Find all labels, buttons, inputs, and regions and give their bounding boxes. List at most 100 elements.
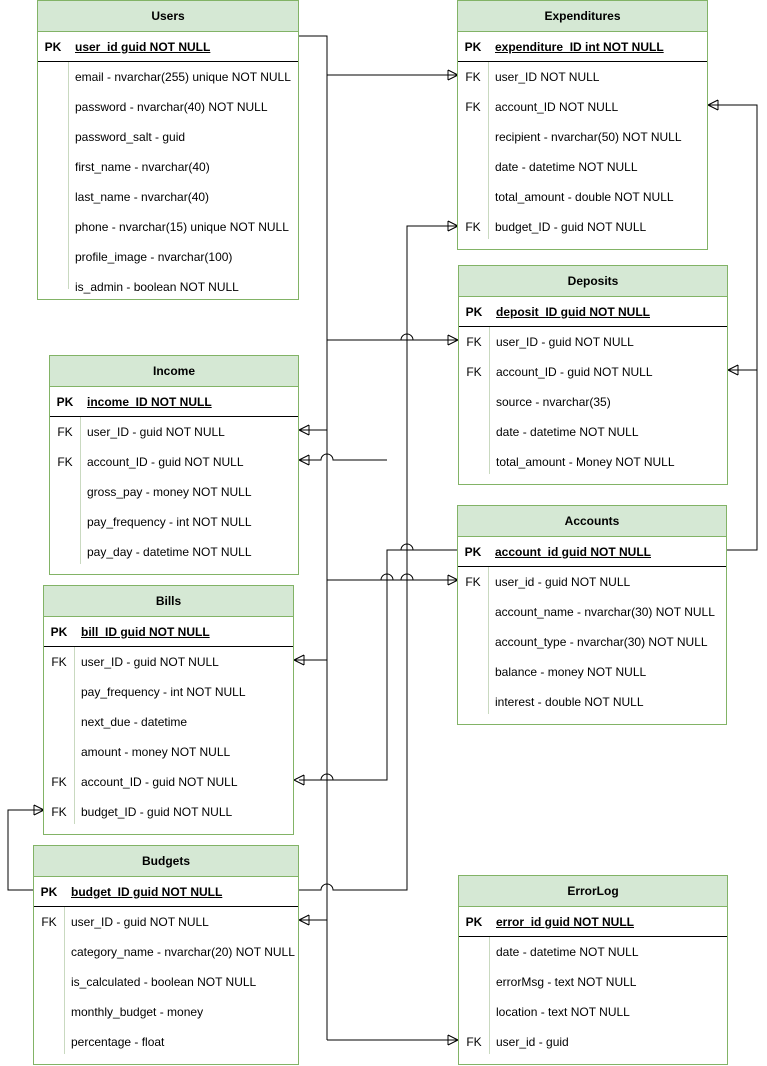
table-row[interactable]: password_salt - guid (38, 122, 298, 152)
table-row[interactable]: email - nvarchar(255) unique NOT NULL (38, 62, 298, 92)
crow-foot-icon (298, 454, 310, 466)
accounts-hop-bills (320, 773, 387, 781)
key-label (459, 447, 489, 477)
table-row[interactable]: profile_image - nvarchar(100) (38, 242, 298, 272)
table-row[interactable]: PK account_id guid NOT NULL (458, 537, 726, 567)
table-row[interactable]: amount - money NOT NULL (44, 737, 293, 767)
key-label (38, 92, 68, 122)
table-row[interactable]: errorMsg - text NOT NULL (459, 967, 727, 997)
key-column-divider (74, 647, 75, 824)
key-column-divider (64, 907, 65, 1054)
table-row[interactable]: account_type - nvarchar(30) NOT NULL (458, 627, 726, 657)
table-row[interactable]: gross_pay - money NOT NULL (50, 477, 298, 507)
crow-foot-icon (447, 334, 459, 346)
field-label: account_ID - guid NOT NULL (496, 365, 653, 379)
key-label (458, 657, 488, 687)
table-row[interactable]: first_name - nvarchar(40) (38, 152, 298, 182)
field-label: pay_frequency - int NOT NULL (81, 685, 246, 699)
hop-accounts (400, 543, 414, 551)
field-label: profile_image - nvarchar(100) (75, 250, 233, 264)
table-row[interactable]: password - nvarchar(40) NOT NULL (38, 92, 298, 122)
key-label (458, 687, 488, 717)
field-label: location - text NOT NULL (496, 1005, 630, 1019)
key-column-divider (488, 567, 489, 714)
crow-foot-icon (293, 774, 305, 786)
table-row[interactable]: is_calculated - boolean NOT NULL (34, 967, 298, 997)
crow-foot-icon (298, 914, 310, 926)
key-label (38, 242, 68, 272)
table-row[interactable]: date - datetime NOT NULL (458, 152, 707, 182)
table-row[interactable]: balance - money NOT NULL (458, 657, 726, 687)
field-label: deposit_ID guid NOT NULL (496, 304, 650, 319)
table-title: Users (38, 1, 298, 32)
field-label: balance - money NOT NULL (495, 665, 647, 679)
accounts-income-link (299, 453, 387, 461)
table-title: Bills (44, 586, 293, 617)
table-row[interactable]: account_name - nvarchar(30) NOT NULL (458, 597, 726, 627)
table-row[interactable]: pay_frequency - int NOT NULL (44, 677, 293, 707)
accounts-pk-link (299, 549, 458, 781)
table-row[interactable]: phone - nvarchar(15) unique NOT NULL (38, 212, 298, 242)
table-row[interactable]: total_amount - Money NOT NULL (459, 447, 727, 477)
table-row[interactable]: location - text NOT NULL (459, 997, 727, 1027)
field-label: password_salt - guid (75, 130, 186, 144)
key-label (458, 122, 488, 152)
field-label: pay_day - datetime NOT NULL (87, 545, 252, 559)
key-label (459, 967, 489, 997)
table-row[interactable]: monthly_budget - money (34, 997, 298, 1027)
key-label (459, 387, 489, 417)
table-row[interactable]: recipient - nvarchar(50) NOT NULL (458, 122, 707, 152)
key-column-divider (489, 937, 490, 1054)
table-row[interactable]: category_name - nvarchar(20) NOT NULL (34, 937, 298, 967)
table-row[interactable]: next_due - datetime (44, 707, 293, 737)
table-row[interactable]: pay_frequency - int NOT NULL (50, 507, 298, 537)
key-label (458, 182, 488, 212)
field-label: account_id guid NOT NULL (495, 544, 651, 559)
field-label: account_type - nvarchar(30) NOT NULL (495, 635, 708, 649)
table-row[interactable]: pay_day - datetime NOT NULL (50, 537, 298, 567)
table-row[interactable]: date - datetime NOT NULL (459, 937, 727, 967)
table-row[interactable]: total_amount - double NOT NULL (458, 182, 707, 212)
table-row[interactable]: date - datetime NOT NULL (459, 417, 727, 447)
table-row[interactable]: source - nvarchar(35) (459, 387, 727, 417)
key-label: PK (44, 39, 62, 54)
key-label: FK (466, 1035, 482, 1049)
field-label: phone - nvarchar(15) unique NOT NULL (75, 220, 289, 234)
field-label: budget_ID - guid NOT NULL (495, 220, 647, 234)
table-row[interactable]: interest - double NOT NULL (458, 687, 726, 717)
key-label: FK (465, 70, 481, 84)
table-row[interactable]: last_name - nvarchar(40) (38, 182, 298, 212)
key-label: PK (464, 544, 482, 559)
field-label: recipient - nvarchar(50) NOT NULL (495, 130, 682, 144)
table-row[interactable]: is_admin - boolean NOT NULL (38, 272, 298, 302)
table-row[interactable]: percentage - float (34, 1027, 298, 1057)
